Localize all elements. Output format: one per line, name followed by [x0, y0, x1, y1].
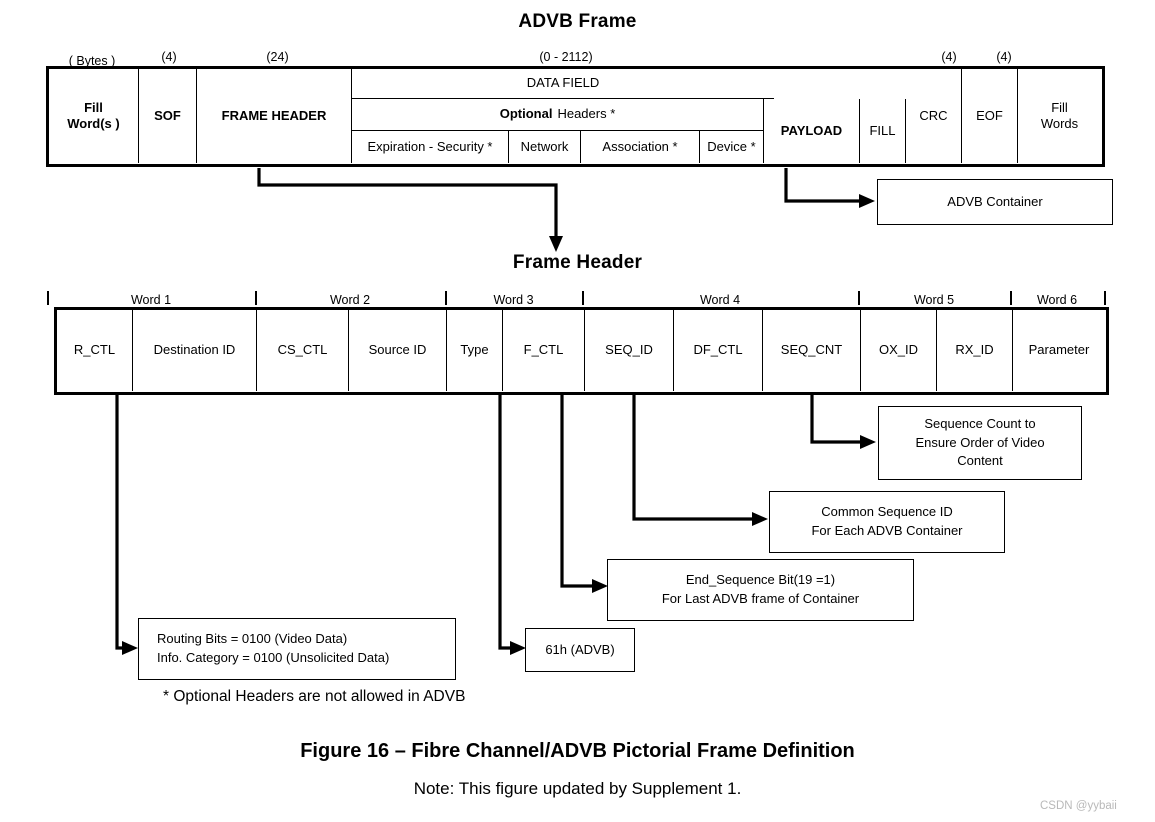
word-tick-end [1104, 291, 1106, 305]
word-tick-6 [1010, 291, 1012, 305]
word-label-1: Word 1 [130, 293, 172, 307]
word-tick-4 [582, 291, 584, 305]
fh-cell-seq-cnt: SEQ_CNT [763, 310, 861, 391]
fh-cell-rx-id: RX_ID [937, 310, 1013, 391]
advb-cell-fill: FILL [860, 99, 906, 163]
advb-cell-eof: EOF [962, 69, 1018, 163]
fh-cell-type: Type [447, 310, 503, 391]
fh-cell-destination-id: Destination ID [133, 310, 257, 391]
advb-cell-expiration-security: Expiration - Security * [352, 131, 509, 163]
frame-header-title: Frame Header [512, 252, 643, 273]
callout-r-ctl-line1: Routing Bits = 0100 (Video Data) [157, 631, 348, 647]
word-label-4: Word 4 [699, 293, 741, 307]
advb-cell-frame-header: FRAME HEADER [197, 69, 352, 163]
fh-cell-r-ctl: R_CTL [57, 310, 133, 391]
size-label-eof: (4) [996, 50, 1012, 64]
figure-caption: Figure 16 – Fibre Channel/ADVB Pictorial… [300, 740, 855, 762]
optional-headers-rest: Headers * [557, 106, 616, 122]
advb-cell-fill-words-end: Fill Words [1018, 69, 1101, 163]
word-label-2: Word 2 [329, 293, 371, 307]
advb-cell-device: Device * [700, 131, 764, 163]
advb-frame-title: ADVB Frame [518, 11, 637, 32]
fh-cell-ox-id: OX_ID [861, 310, 937, 391]
callout-advb-container: ADVB Container [877, 179, 1113, 225]
callout-seq-cnt-line3: Content [957, 453, 1003, 469]
watermark: CSDN @yybaii [1040, 800, 1117, 812]
fh-cell-df-ctl: DF_CTL [674, 310, 763, 391]
callout-r-ctl-line2: Info. Category = 0100 (Unsolicited Data) [157, 650, 390, 665]
advb-cell-data-field: DATA FIELD [352, 69, 774, 99]
size-label-frame-header: (24) [266, 50, 289, 64]
size-label-crc: (4) [941, 50, 957, 64]
connector-frame-header [257, 168, 563, 252]
callout-seq-id: Common Sequence ID For Each ADVB Contain… [769, 491, 1005, 553]
word-tick-2 [255, 291, 257, 305]
callout-f-ctl-line2: For Last ADVB frame of Container [661, 591, 860, 606]
word-label-6: Word 6 [1036, 293, 1078, 307]
figure-note: Note: This figure updated by Supplement … [413, 779, 742, 798]
fh-cell-seq-id: SEQ_ID [585, 310, 674, 391]
size-label-bytes: ( Bytes ) [68, 54, 116, 68]
word-label-5: Word 5 [913, 293, 955, 307]
callout-type: 61h (ADVB) [525, 628, 635, 672]
callout-f-ctl: End_Sequence Bit(19 =1) For Last ADVB fr… [607, 559, 914, 621]
optional-headers-bold: Optional [499, 106, 553, 122]
fill-words-start-line1: Fill [84, 99, 103, 115]
word-tick-1 [47, 291, 49, 305]
fill-words-start-line2: Word(s ) [67, 116, 120, 131]
word-tick-3 [445, 291, 447, 305]
fill-words-end-line2: Words [1040, 116, 1079, 131]
frame-header-connectors [115, 395, 876, 655]
advb-cell-optional-headers: Optional Headers * [352, 99, 764, 131]
callout-seq-id-line2: For Each ADVB Container [811, 523, 963, 538]
size-label-data-field: (0 - 2112) [539, 50, 593, 64]
advb-cell-sof: SOF [139, 69, 197, 163]
advb-cell-fill-words-start: Fill Word(s ) [49, 69, 139, 163]
size-label-sof: (4) [161, 50, 177, 64]
callout-seq-cnt-line1: Sequence Count to [924, 415, 1036, 431]
callout-f-ctl-line1: End_Sequence Bit(19 =1) [685, 572, 836, 588]
callout-r-ctl: Routing Bits = 0100 (Video Data) Info. C… [138, 618, 456, 680]
callout-seq-cnt: Sequence Count to Ensure Order of Video … [878, 406, 1082, 480]
fh-cell-cs-ctl: CS_CTL [257, 310, 349, 391]
callout-seq-id-line1: Common Sequence ID [821, 504, 953, 520]
fh-cell-source-id: Source ID [349, 310, 447, 391]
connector-advb-container [784, 168, 875, 208]
word-label-3: Word 3 [493, 293, 534, 307]
frame-header-box: R_CTL Destination ID CS_CTL Source ID Ty… [54, 307, 1109, 395]
word-tick-5 [858, 291, 860, 305]
optional-headers-footnote: * Optional Headers are not allowed in AD… [163, 688, 466, 705]
advb-frame-box: Fill Word(s ) SOF FRAME HEADER DATA FIEL… [46, 66, 1105, 167]
advb-cell-association: Association * [581, 131, 700, 163]
advb-cell-payload: PAYLOAD [764, 99, 860, 163]
callout-seq-cnt-line2: Ensure Order of Video [915, 434, 1045, 450]
advb-cell-crc: CRC [906, 69, 962, 163]
fh-cell-f-ctl: F_CTL [503, 310, 585, 391]
fh-cell-parameter: Parameter [1028, 342, 1090, 358]
advb-cell-network: Network [509, 131, 581, 163]
fill-words-end-line1: Fill [1051, 99, 1068, 115]
